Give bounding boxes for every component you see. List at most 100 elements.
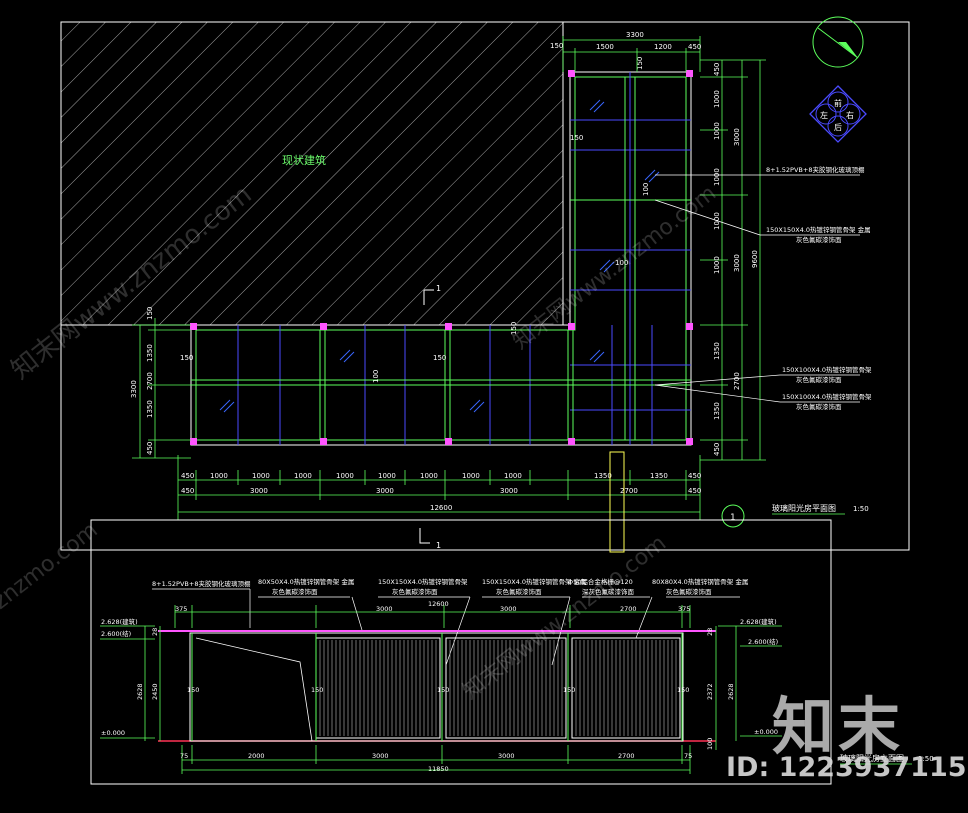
plan-right-dim-texts: 450 1000 1000 1000 1000 1000 1350 1350 4… <box>713 63 759 456</box>
svg-text:100: 100 <box>642 183 650 196</box>
svg-text:1000: 1000 <box>336 472 354 480</box>
svg-text:3000: 3000 <box>733 254 741 272</box>
svg-text:1350: 1350 <box>713 402 721 420</box>
svg-text:28: 28 <box>706 628 714 636</box>
svg-text:1350: 1350 <box>594 472 612 480</box>
svg-text:1000: 1000 <box>504 472 522 480</box>
svg-text:100: 100 <box>615 259 628 267</box>
svg-text:150: 150 <box>187 686 199 694</box>
svg-text:灰色氟碳漆饰面: 灰色氟碳漆饰面 <box>392 587 438 596</box>
svg-text:±0.000: ±0.000 <box>101 729 125 737</box>
svg-text:玻璃阳光房立面图: 玻璃阳光房立面图 <box>840 753 904 763</box>
svg-text:450: 450 <box>181 487 194 495</box>
svg-text:150: 150 <box>510 322 518 335</box>
svg-text:1000: 1000 <box>713 90 721 108</box>
svg-text:1000: 1000 <box>713 212 721 230</box>
svg-text:150: 150 <box>437 686 449 694</box>
svg-text:3000: 3000 <box>372 752 389 760</box>
svg-text:1350: 1350 <box>146 344 154 362</box>
svg-text:450: 450 <box>181 472 194 480</box>
plan-title-block: 1 玻璃阳光房平面图 1:50 <box>721 503 869 528</box>
svg-text:80X50X4.0热镀锌钢管骨架 金属: 80X50X4.0热镀锌钢管骨架 金属 <box>258 577 354 586</box>
elevation-body: 150 150 150 150 150 <box>158 630 716 742</box>
svg-text:2700: 2700 <box>620 605 637 613</box>
svg-text:3000: 3000 <box>500 605 517 613</box>
svg-text:灰色氟碳漆饰面: 灰色氟碳漆饰面 <box>666 587 712 596</box>
svg-text:1200: 1200 <box>654 43 672 51</box>
svg-text:1: 1 <box>436 541 441 550</box>
plan-bottom-dim-row1: 450 1000 1000 1000 1000 1000 1000 1000 1… <box>181 472 701 480</box>
svg-text:2700: 2700 <box>618 752 635 760</box>
svg-text:100: 100 <box>706 738 714 750</box>
svg-text:8+1.52PVB+8夹胶钢化玻璃顶棚: 8+1.52PVB+8夹胶钢化玻璃顶棚 <box>152 579 251 588</box>
svg-text:150: 150 <box>433 354 446 362</box>
svg-text:灰色氟碳漆饰面: 灰色氟碳漆饰面 <box>796 375 842 384</box>
plan-bottom-dim-row2: 450 3000 3000 3000 2700 450 <box>181 487 701 495</box>
svg-text:后: 后 <box>834 122 842 132</box>
elevation-bottom-dim-texts: 75 2000 3000 3000 2700 75 11850 <box>180 752 692 773</box>
sunroom-plan: 150 150 100 100 100 150 150 150 <box>180 57 693 446</box>
svg-text:150X150X4.0热镀锌钢管骨架 金属: 150X150X4.0热镀锌钢管骨架 金属 <box>766 225 871 234</box>
svg-text:1000: 1000 <box>713 122 721 140</box>
svg-text:灰色氟碳漆饰面: 灰色氟碳漆饰面 <box>496 587 542 596</box>
svg-text:1350: 1350 <box>650 472 668 480</box>
svg-text:知末网www.znzmo.com: 知末网www.znzmo.com <box>458 531 671 705</box>
svg-text:450: 450 <box>713 63 721 76</box>
svg-text:375: 375 <box>678 605 690 613</box>
svg-text:100: 100 <box>372 370 380 383</box>
svg-text:375: 375 <box>175 605 187 613</box>
plan-left-dims <box>132 318 191 459</box>
elevation-bottom-dims <box>181 745 691 774</box>
svg-text:3000: 3000 <box>733 128 741 146</box>
svg-text:±0.000: ±0.000 <box>754 728 778 736</box>
svg-text:1000: 1000 <box>713 256 721 274</box>
svg-text:深灰色氟碳漆饰面: 深灰色氟碳漆饰面 <box>582 587 635 596</box>
svg-text:8+1.52PVB+8夹胶钢化玻璃顶棚: 8+1.52PVB+8夹胶钢化玻璃顶棚 <box>766 165 865 174</box>
svg-text:1:50: 1:50 <box>853 505 869 513</box>
svg-text:450: 450 <box>713 443 721 456</box>
yellow-pointer <box>609 451 625 553</box>
svg-text:3300: 3300 <box>626 31 644 39</box>
svg-text:150: 150 <box>677 686 689 694</box>
section-cut-plan: 1 <box>423 284 441 305</box>
section-cut-bottom: 1 <box>419 528 441 550</box>
svg-text:11850: 11850 <box>428 765 449 773</box>
svg-text:右: 右 <box>846 110 854 120</box>
watermark-logo: 知末 <box>772 690 905 763</box>
svg-text:150: 150 <box>146 307 154 320</box>
svg-text:2700: 2700 <box>620 487 638 495</box>
svg-text:75: 75 <box>180 752 188 760</box>
svg-text:1: 1 <box>436 284 441 293</box>
svg-text:450: 450 <box>688 43 701 51</box>
elevation-top-dims <box>174 605 691 628</box>
svg-text:150X150X4.0热镀锌钢管骨架: 150X150X4.0热镀锌钢管骨架 <box>378 577 468 586</box>
svg-text:2700: 2700 <box>733 372 741 390</box>
svg-text:150: 150 <box>550 42 563 50</box>
svg-text:znzmo.com: znzmo.com <box>0 518 103 615</box>
svg-text:150X150X4.0热镀锌钢管骨架 金属: 150X150X4.0热镀锌钢管骨架 金属 <box>482 577 587 586</box>
svg-text:灰色氟碳漆饰面: 灰色氟碳漆饰面 <box>796 235 842 244</box>
svg-text:1000: 1000 <box>462 472 480 480</box>
svg-text:3300: 3300 <box>130 380 138 398</box>
svg-text:3000: 3000 <box>376 605 393 613</box>
svg-text:1:50: 1:50 <box>918 755 934 763</box>
svg-text:150: 150 <box>311 686 323 694</box>
svg-text:1000: 1000 <box>713 168 721 186</box>
svg-text:1: 1 <box>730 513 736 523</box>
existing-building-label: 现状建筑 <box>282 153 326 167</box>
compass-icon: 前 后 左 右 <box>809 85 867 143</box>
svg-text:28: 28 <box>151 628 159 636</box>
plan-bottom-total: 12600 <box>430 504 452 512</box>
plan-right-dims <box>700 59 766 461</box>
north-arrow-icon <box>812 16 864 68</box>
svg-text:2628: 2628 <box>136 683 144 700</box>
svg-text:450: 450 <box>688 472 701 480</box>
svg-text:2450: 2450 <box>151 683 159 700</box>
elevation-vert-dims <box>144 626 737 750</box>
svg-text:450: 450 <box>146 442 154 455</box>
plan-callouts <box>654 174 860 403</box>
elevation-callouts: 8+1.52PVB+8夹胶钢化玻璃顶棚 80X50X4.0热镀锌钢管骨架 金属 … <box>152 577 748 596</box>
svg-text:80X80X4.0热镀锌钢管骨架 金属: 80X80X4.0热镀锌钢管骨架 金属 <box>652 577 748 586</box>
svg-text:灰色氟碳漆饰面: 灰色氟碳漆饰面 <box>272 587 318 596</box>
grille-panel-1 <box>315 637 441 739</box>
